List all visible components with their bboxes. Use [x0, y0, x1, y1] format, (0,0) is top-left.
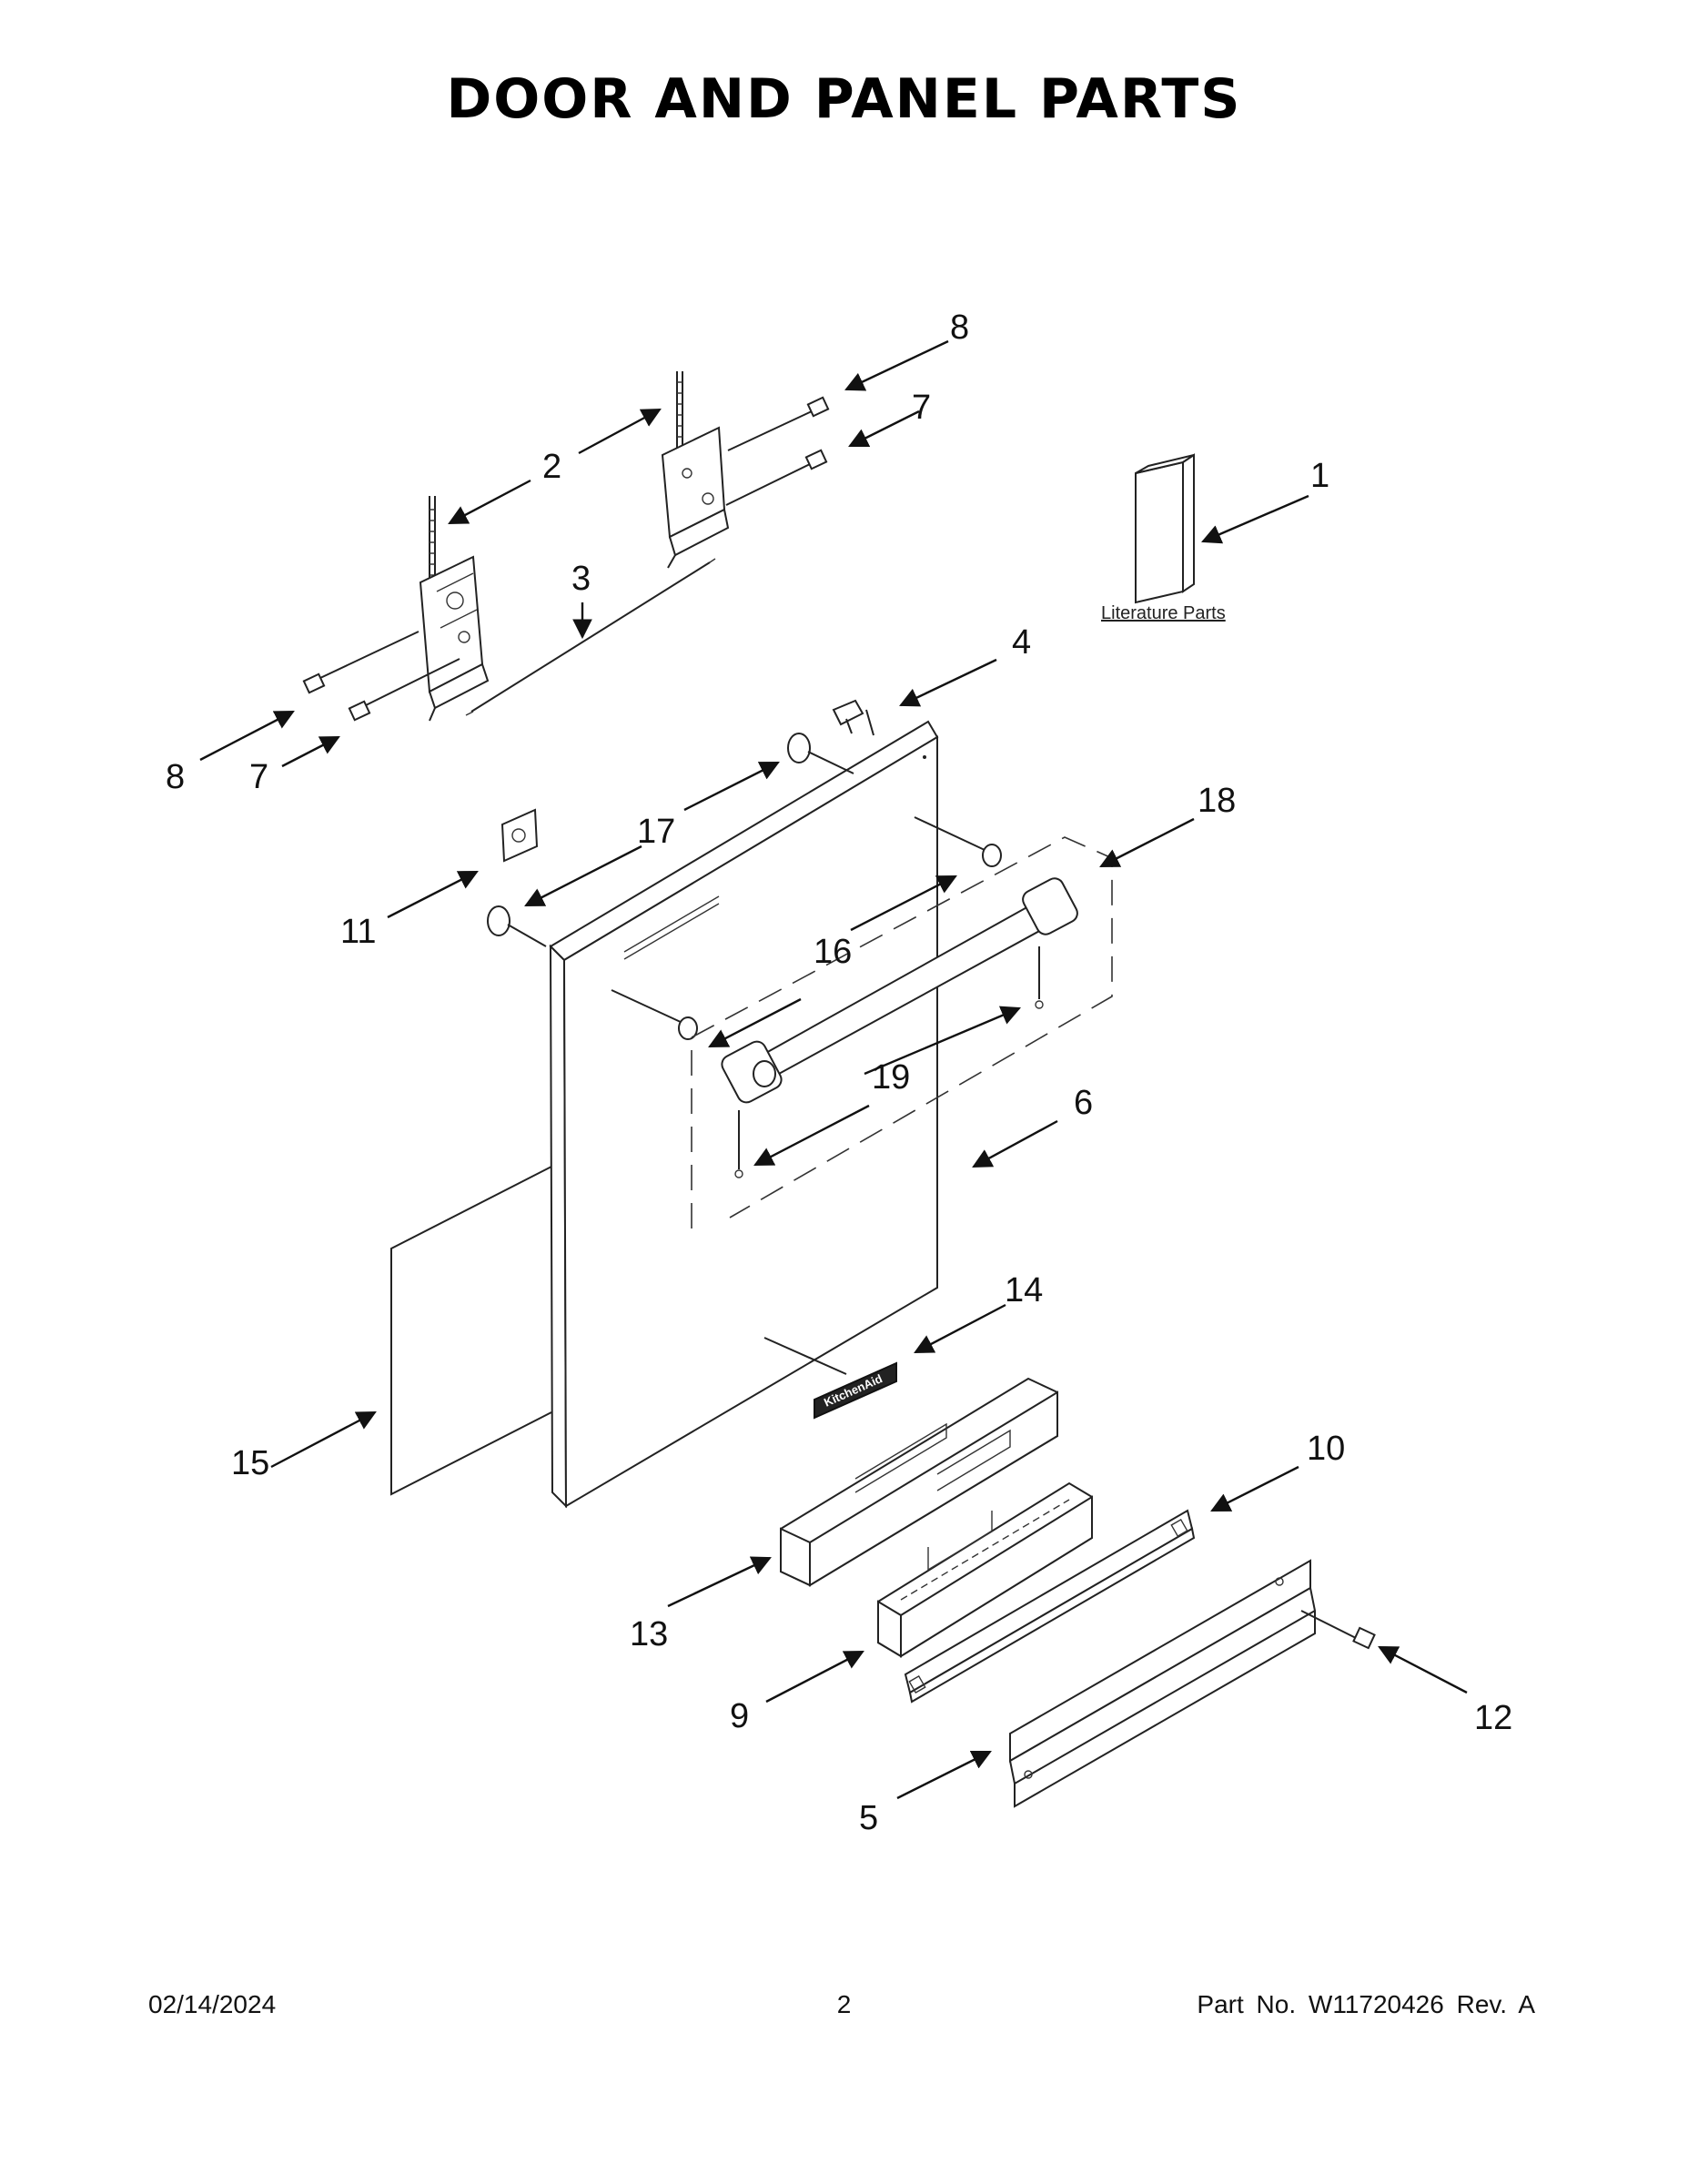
callout-16: 16 [814, 933, 852, 971]
literature-parts-booklet: Literature Parts [1101, 453, 1226, 623]
footer-page-number: 2 [836, 1990, 852, 2018]
footer-part-number: Part No. W11720426 Rev. A [1197, 1990, 1535, 2018]
callout-labels: 1 2 3 4 5 6 7 7 8 8 9 10 11 12 13 14 15 … [166, 308, 1512, 1837]
callout-3: 3 [571, 560, 591, 598]
callout-10: 10 [1307, 1430, 1345, 1468]
page-title: DOOR AND PANEL PARTS [446, 67, 1242, 131]
hinge-screw-8-right [727, 396, 830, 451]
callout-7-left: 7 [249, 758, 268, 796]
pivot-washer-lower [487, 905, 547, 947]
hinge-right [661, 371, 730, 569]
callout-6: 6 [1074, 1084, 1093, 1122]
callout-7-right: 7 [912, 389, 931, 427]
callout-12: 12 [1474, 1699, 1512, 1737]
hinge-screw-8-left [302, 631, 419, 694]
callout-4: 4 [1012, 623, 1031, 662]
foam-block-upper [780, 1377, 1058, 1587]
door-panel [549, 720, 939, 1509]
handle-mount-screw-upper [914, 816, 1002, 867]
rail-screw [1300, 1610, 1376, 1650]
bottom-trim-strip [904, 1509, 1196, 1704]
bottom-rail [1008, 1559, 1317, 1808]
hinge-left [419, 496, 490, 722]
door-handle [691, 836, 1113, 1228]
door-bracket [832, 699, 874, 736]
callout-8-left: 8 [166, 758, 185, 796]
leader-arrows [199, 339, 1468, 1800]
callout-8-right: 8 [950, 308, 969, 347]
hinge-screw-7-right [725, 449, 828, 506]
callout-19: 19 [872, 1058, 910, 1097]
handle-mount-screw-lower [611, 989, 698, 1040]
callout-14: 14 [1005, 1271, 1043, 1309]
pivot-washer-upper [787, 733, 854, 774]
door-latch [500, 808, 539, 863]
hinge-screw-7-left [348, 658, 460, 722]
callout-13: 13 [630, 1615, 668, 1653]
callout-1: 1 [1310, 457, 1329, 495]
foam-block-lower [877, 1481, 1093, 1658]
footer-date: 02/14/2024 [148, 1990, 277, 2018]
callout-11: 11 [340, 913, 376, 951]
literature-parts-label: Literature Parts [1101, 603, 1226, 623]
callout-9: 9 [730, 1697, 749, 1735]
callout-5: 5 [859, 1799, 878, 1837]
insulation-sheet [390, 1166, 552, 1496]
callout-18: 18 [1198, 782, 1236, 820]
callout-15: 15 [231, 1444, 269, 1482]
callout-17: 17 [637, 813, 675, 851]
callout-2: 2 [542, 448, 561, 486]
